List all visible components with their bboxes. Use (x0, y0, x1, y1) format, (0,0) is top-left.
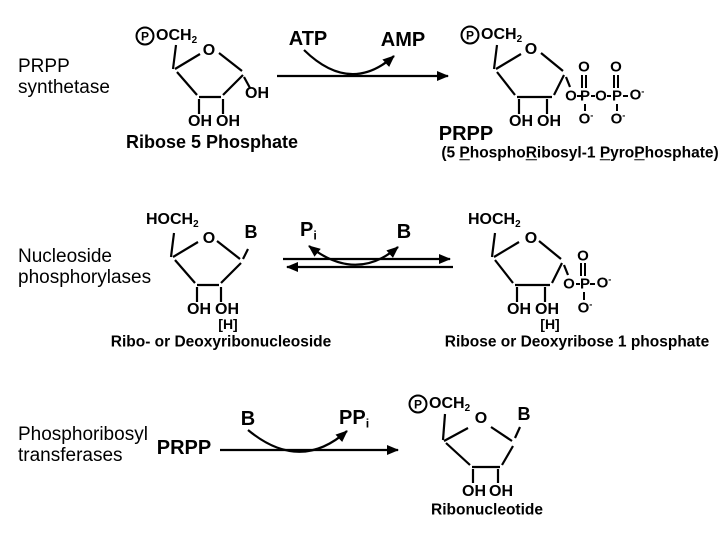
cofactor-amp-label: AMP (380, 29, 426, 51)
enzyme-name-line1: Phosphoribosyl (18, 424, 148, 445)
ring-oxygen-label: O (524, 230, 538, 247)
hydroxyl-label: OH (489, 483, 513, 500)
row1-substrate-bonds (171, 44, 251, 114)
cofactor-base-label: B (240, 408, 256, 430)
phosphorus-label: P (579, 275, 591, 293)
row3-product-bonds (441, 413, 522, 483)
enzyme-name-line1: Nucleoside (18, 246, 112, 267)
enzyme-label-nucleoside-phosphorylases: Nucleoside phosphorylases (18, 246, 151, 288)
hoch2-group-label: HOCH2 (146, 211, 199, 230)
bridge-oxygen-label: O (565, 87, 577, 105)
cofactor-pi-label: Pi (300, 219, 317, 243)
product-name-ribonucleotide: Ribonucleotide (431, 501, 543, 519)
cofactor-atp-label: ATP (288, 28, 328, 50)
terminal-oxygen-label: O- (629, 86, 645, 104)
ring-oxygen-label: O (202, 42, 216, 59)
och2-group-label: OCH2 (429, 395, 471, 414)
row1-reaction-arrow (277, 49, 449, 81)
hydroxyl-label: OH (509, 113, 533, 130)
bridge-oxygen-label: O (595, 87, 607, 105)
phosphate-bonds (576, 263, 595, 300)
hydroxyl-label: OH (188, 113, 212, 130)
double-bond-oxygen-label: O (610, 58, 622, 76)
substrate-name-ribose5p: Ribose 5 Phosphate (125, 132, 299, 152)
enzyme-name-line2: synthetase (18, 77, 110, 98)
phosphorus-label: P (579, 87, 591, 105)
optional-hydrogen-label: [H] (218, 316, 238, 332)
bridge-oxygen-label: O (563, 275, 575, 293)
base-label: B (244, 222, 258, 242)
row3-reaction-arrow (220, 429, 399, 455)
row2-equilibrium-arrows (283, 245, 453, 272)
substrate-label-prpp: PRPP (156, 437, 212, 459)
phosphate-circle-icon: P (408, 394, 428, 414)
cofactor-ppi-label: PPi (339, 407, 370, 431)
enzyme-name-line1: PRPP (18, 56, 70, 77)
terminal-oxygen-label: O- (610, 110, 626, 128)
product-name-expansion: (5 PhosphoRibosyl-1 PyroPhosphate) (441, 144, 719, 162)
anomeric-hydroxyl-label: OH (245, 85, 269, 102)
hydroxyl-label: OH (462, 483, 486, 500)
phosphorus-label: P (611, 87, 623, 105)
enzyme-name-line2: phosphorylases (18, 267, 152, 288)
phosphate-circle-icon: P (135, 26, 155, 46)
double-bond-oxygen-label: O (577, 247, 589, 265)
enzyme-label-phosphoribosyl-transferases: Phosphoribosyl transferases (18, 424, 148, 466)
base-label: B (517, 404, 531, 424)
enzyme-name-line2: transferases (18, 445, 123, 466)
hydroxyl-label: OH (507, 301, 531, 318)
product-name-ribose1p: Ribose or Deoxyribose 1 phosphate (444, 333, 710, 351)
row2-product-bonds (490, 232, 595, 302)
hoch2-group-label: HOCH2 (468, 211, 521, 230)
terminal-oxygen-label: O- (596, 274, 612, 292)
och2-group-label: OCH2 (481, 26, 523, 45)
hydroxyl-label: OH (537, 113, 561, 130)
ring-oxygen-label: O (524, 41, 538, 58)
ring-oxygen-label: O (474, 410, 488, 427)
ring-oxygen-label: O (202, 230, 216, 247)
row2-substrate-bonds (169, 232, 249, 302)
hydroxyl-label: OH (535, 301, 559, 318)
phosphate-circle-icon: P (460, 25, 480, 45)
och2-group-label: OCH2 (156, 27, 198, 46)
terminal-oxygen-label: O- (577, 299, 593, 317)
enzyme-label-prpp-synthetase: PRPP synthetase (18, 56, 110, 98)
substrate-name-nucleoside: Ribo- or Deoxyribonucleoside (110, 333, 332, 351)
double-bond-oxygen-label: O (578, 58, 590, 76)
optional-hydrogen-label: [H] (540, 316, 560, 332)
row1-product-bonds (492, 44, 628, 114)
hydroxyl-label: OH (187, 301, 211, 318)
terminal-oxygen-label: O- (578, 110, 594, 128)
pyrophosphate-bonds (577, 75, 628, 111)
hydroxyl-label: OH (215, 301, 239, 318)
product-name-prpp: PRPP (438, 123, 494, 145)
hydroxyl-label: OH (216, 113, 240, 130)
cofactor-base-label: B (396, 221, 412, 243)
